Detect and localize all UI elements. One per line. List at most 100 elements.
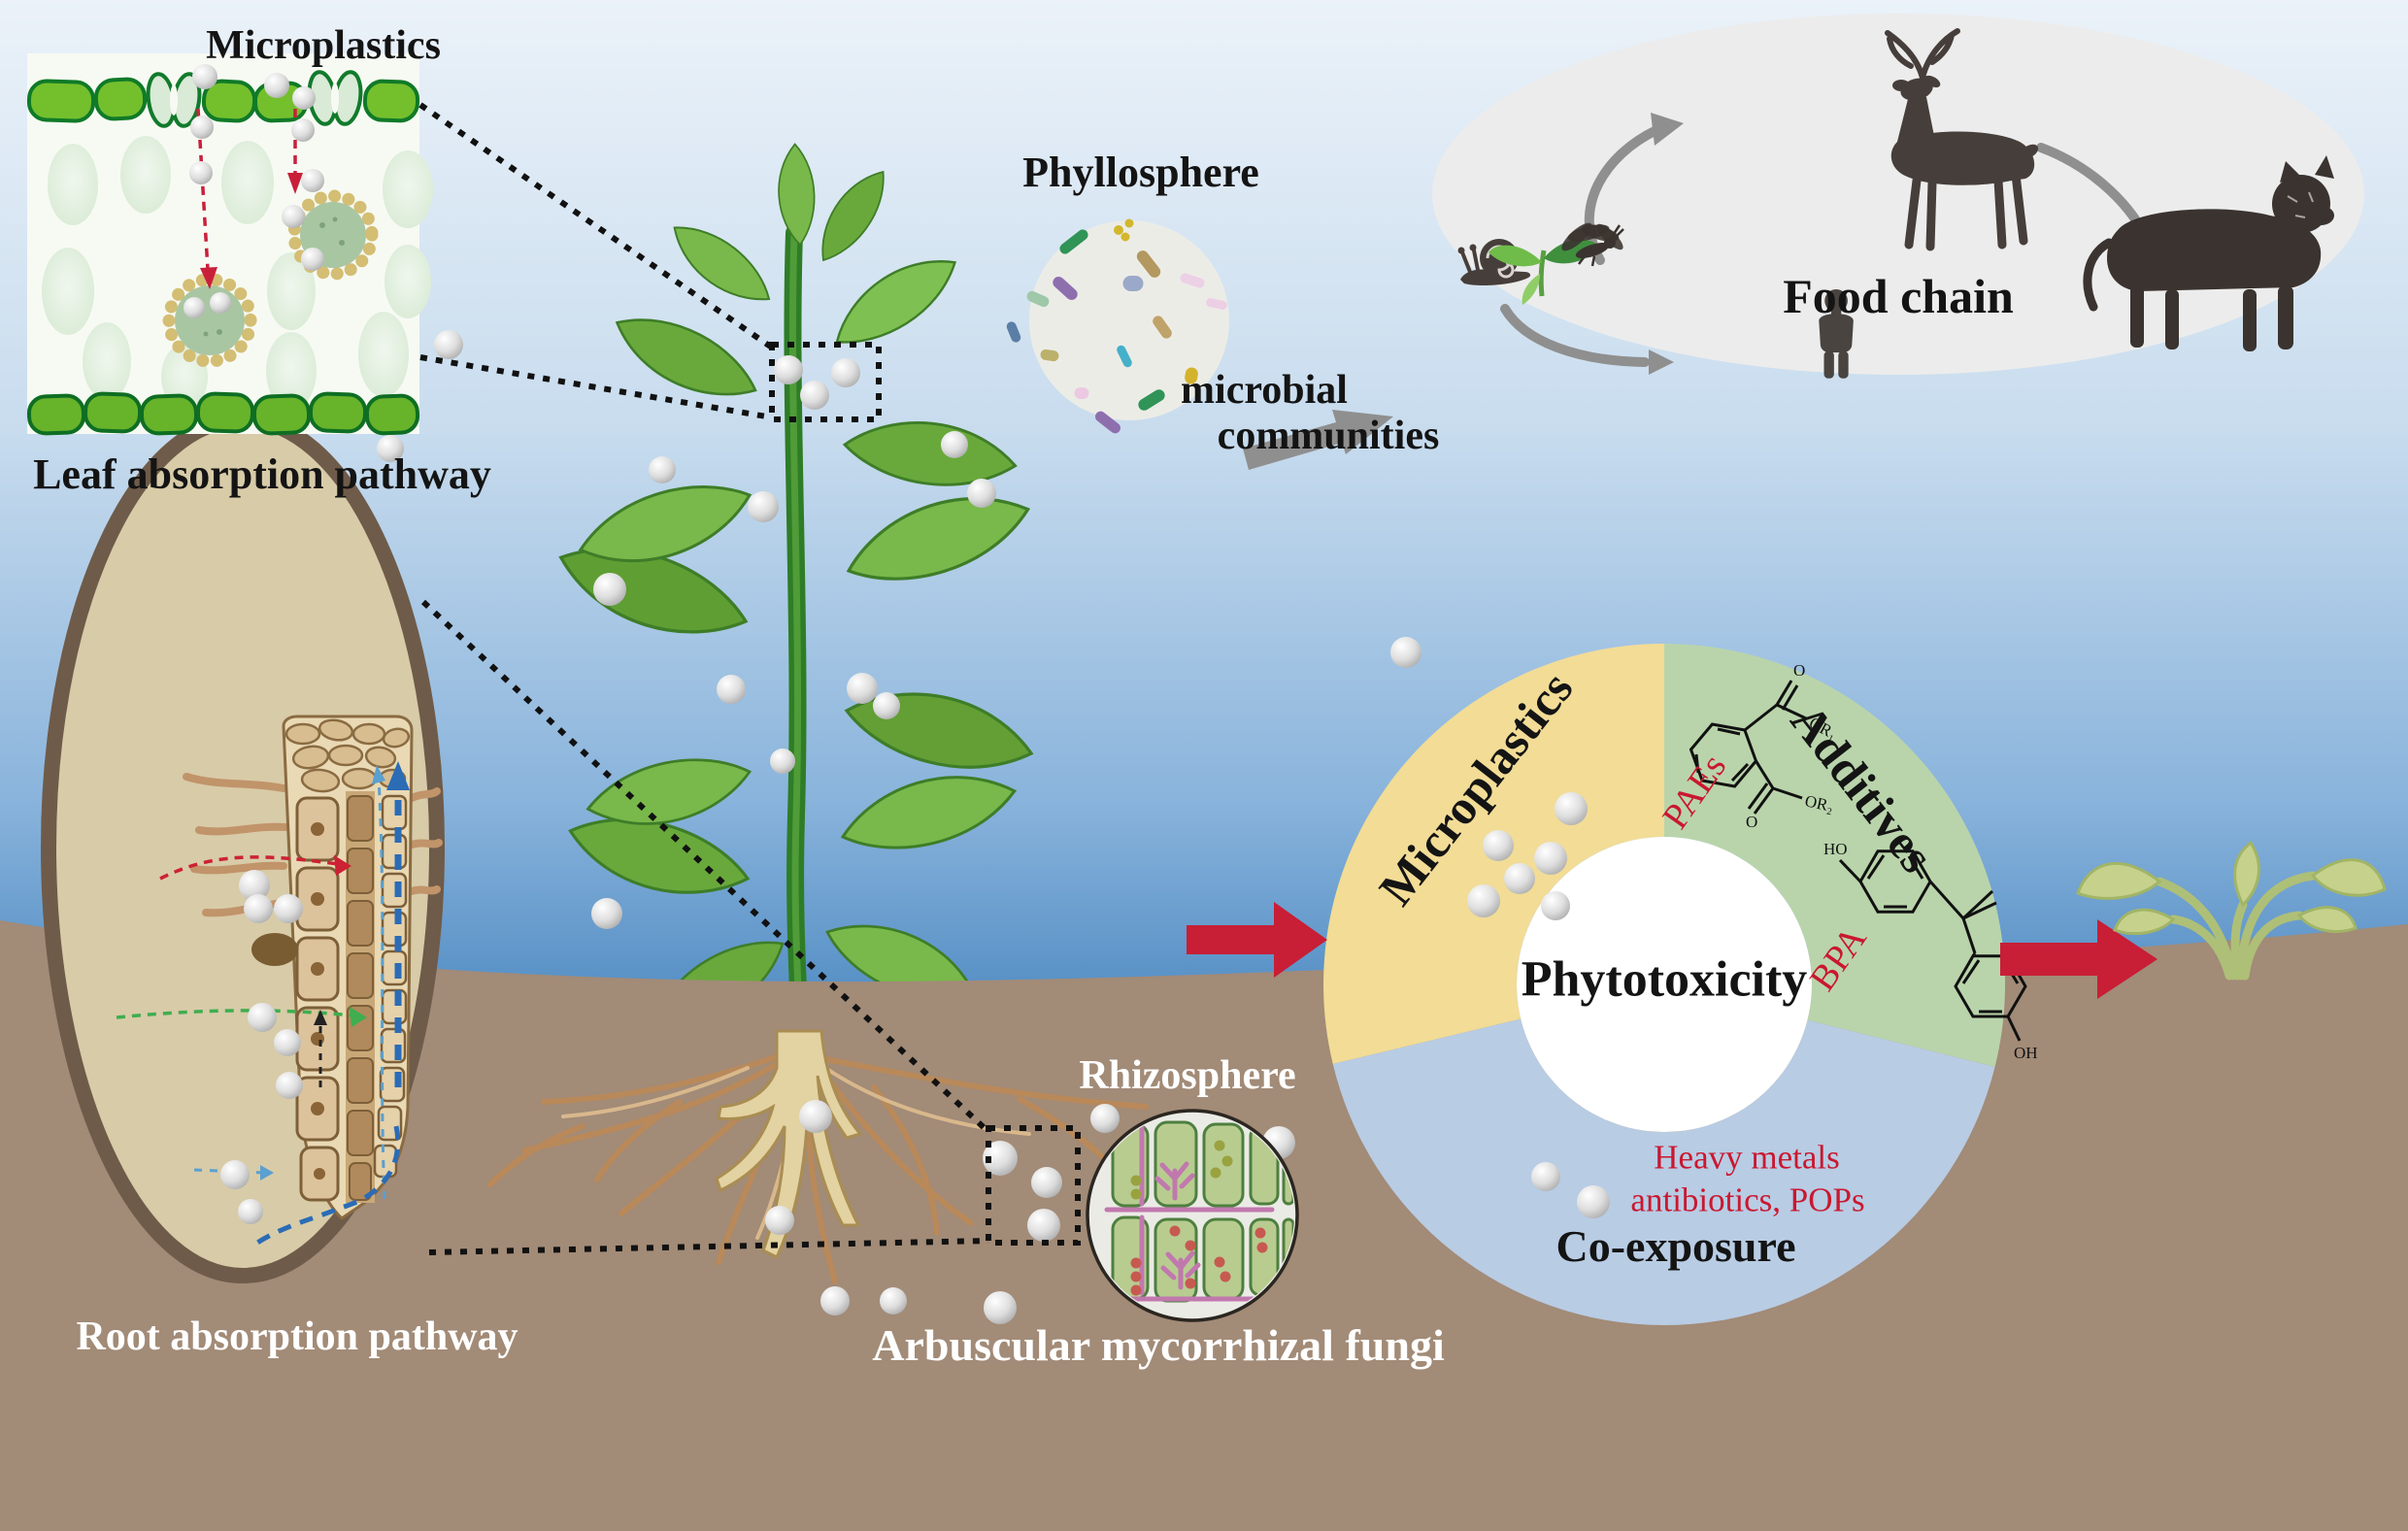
microplastic-sphere (1031, 1167, 1062, 1198)
microplastic-sphere (189, 161, 213, 184)
microbe-icons (1006, 218, 1227, 434)
microplastic-sphere (649, 456, 676, 483)
microbe-icon (1026, 290, 1050, 308)
rhizosphere-label: Rhizosphere (1079, 1052, 1296, 1098)
lower-epidermis (26, 391, 420, 436)
mp-entry-arrows (196, 108, 303, 289)
vesicle-dot (1210, 1167, 1221, 1179)
microbe-icon (1120, 232, 1130, 242)
microplastic-sphere (1027, 1209, 1060, 1242)
airborne-microplastic-spheres (377, 330, 1421, 929)
microplastic-sphere (774, 355, 803, 384)
microplastic-sphere (1534, 842, 1567, 875)
root-system (487, 1029, 1149, 1284)
antibiotics-pops-label: antibiotics, POPs (1630, 1181, 1865, 1219)
microbe-icon (1124, 218, 1134, 228)
microplastic-sphere (1504, 863, 1535, 894)
microplastic-sphere (983, 1141, 1018, 1176)
microbe-icon (1059, 229, 1088, 254)
microplastic-sphere (274, 894, 303, 923)
community-to-foodchain-arrow (1243, 410, 1393, 470)
microplastic-sphere (274, 1029, 301, 1056)
microplastic-sphere (264, 73, 289, 98)
microplastic-sphere (799, 1100, 832, 1133)
microbial-label-line2: communities (1217, 413, 1440, 458)
microplastic-sphere (220, 1160, 250, 1189)
phytotoxicity-label: Phytotoxicity (1521, 951, 1808, 1008)
microbial-label-line1: microbial (1181, 367, 1348, 413)
microplastic-sphere (1090, 1104, 1120, 1133)
microbe-icon (1095, 411, 1120, 434)
vesicle-dot (1221, 1155, 1233, 1167)
svg-text:OH: OH (2014, 1044, 2038, 1062)
microbe-icon (1117, 345, 1132, 368)
segment-additives (1664, 644, 2006, 1067)
to-wheel-arrow (1187, 902, 1327, 978)
svg-text:O: O (1793, 661, 1805, 680)
microplastic-sphere (239, 870, 270, 901)
to-wilted-plant-arrow (2000, 919, 2157, 999)
microplastic-sphere (1541, 891, 1570, 920)
leaf-zoom-rectangle (769, 342, 882, 422)
fungal-hyphae (1102, 1114, 1275, 1302)
root-microplastic-spheres (220, 870, 303, 1224)
vesicle-dot (1254, 1227, 1266, 1239)
microplastic-sphere (1390, 637, 1421, 668)
root-inset (41, 412, 445, 1283)
microplastic-sphere (292, 86, 316, 110)
wilted-plant-icon (2076, 840, 2387, 981)
root-cap-cells (284, 718, 411, 793)
microplastic-sphere (820, 1286, 850, 1315)
bpa-structure-icon (1838, 849, 2027, 1042)
microbe-icon (1185, 367, 1198, 384)
leaf-absorption-inset (26, 53, 433, 436)
microbe-icon (1180, 273, 1205, 288)
vesicle-dot (1130, 1175, 1142, 1186)
vesicle-dot (1169, 1225, 1181, 1237)
microplastic-sphere (748, 491, 779, 522)
microplastic-sphere (1577, 1185, 1610, 1218)
microplastic-sphere (248, 1003, 277, 1032)
segment-coexposure-label: Co-exposure (1555, 1220, 1796, 1271)
microplastic-sphere (190, 116, 214, 139)
leaf-pathway-label: Leaf absorption pathway (33, 449, 491, 498)
microbe-icon (1040, 349, 1059, 362)
microplastic-sphere (434, 330, 463, 359)
microplastic-sphere (1467, 884, 1500, 917)
microplastic-sphere (591, 898, 622, 929)
microplastic-sphere (1555, 792, 1588, 825)
vesicle-dot (1220, 1271, 1231, 1282)
microplastic-sphere (238, 1199, 263, 1224)
rhizosphere-inset (1086, 1109, 1299, 1322)
panel-microplastic-spheres (184, 64, 324, 318)
stele-cells (347, 795, 374, 1201)
microplastic-sphere (593, 573, 626, 606)
vesicle-dot (1185, 1278, 1196, 1289)
vesicle-dot (1130, 1257, 1142, 1269)
root-inset-connectors (420, 599, 989, 1255)
microbe-icon (1122, 276, 1144, 291)
food-chain-diagram (1432, 14, 2364, 379)
microplastic-sphere (184, 297, 205, 318)
root-zoom-rectangle (986, 1125, 1081, 1246)
microplastic-sphere (770, 749, 795, 774)
microplastic-sphere (244, 894, 273, 923)
seedling-icon (1488, 239, 1600, 305)
microplastic-sphere (967, 479, 996, 508)
amf-label: Arbuscular mycorrhizal fungi (872, 1319, 1445, 1370)
microplastic-sphere (377, 435, 404, 462)
coexposure-spheres (1531, 1162, 1610, 1218)
phyllosphere-inset (1006, 218, 1229, 434)
vesicle-dot (1214, 1140, 1225, 1151)
wheel-center (1517, 837, 1812, 1132)
microbe-icon (1153, 316, 1172, 339)
microplastic-sphere (282, 205, 305, 228)
food-chain-label: Food chain (1783, 268, 2014, 323)
vesicle-dot (1185, 1240, 1196, 1251)
root-pathway-label: Root absorption pathway (76, 1314, 518, 1359)
phyllosphere-label: Phyllosphere (1022, 148, 1259, 196)
vesicle-dot (1130, 1271, 1142, 1282)
microbe-icon (1074, 387, 1089, 399)
microplastic-sphere (301, 248, 324, 271)
